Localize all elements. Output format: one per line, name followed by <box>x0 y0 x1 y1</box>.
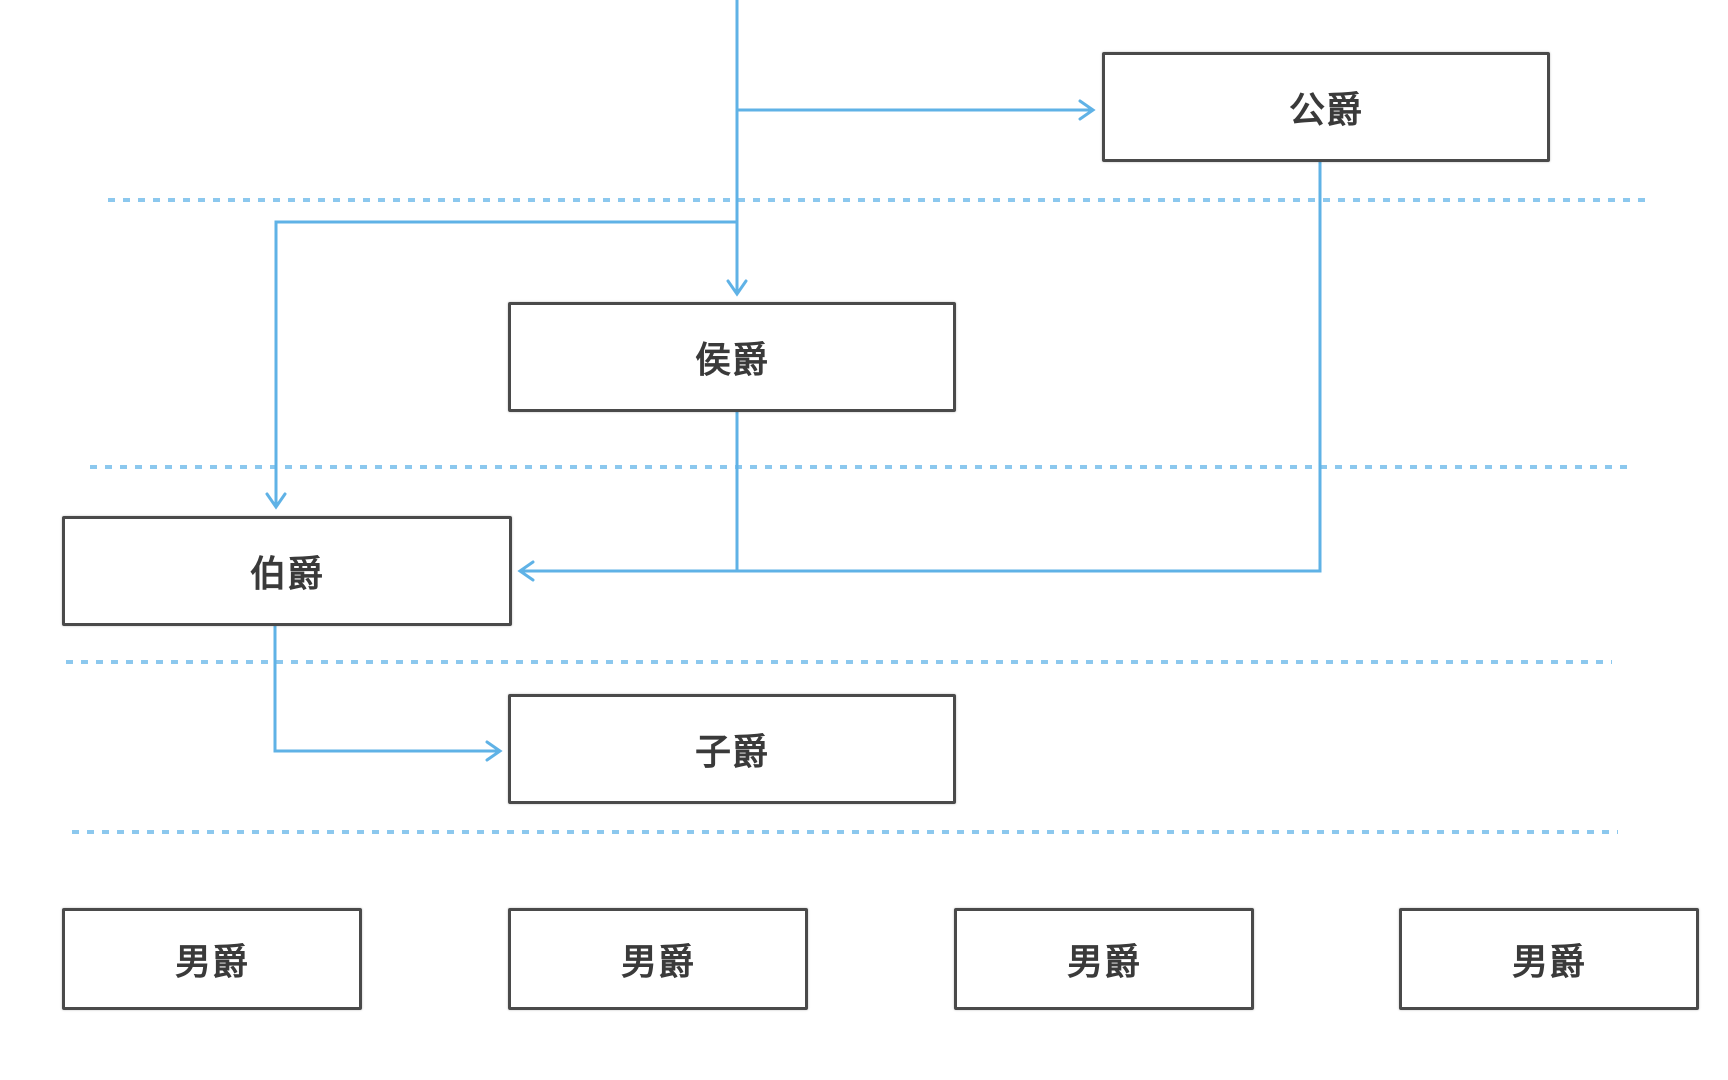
arrowhead-to-zi <box>485 740 503 762</box>
arrowhead-to-gong <box>1078 99 1096 121</box>
connector-bo-to-zi <box>273 626 498 753</box>
arrowhead-to-hou <box>726 279 748 297</box>
tier-divider-lines <box>66 198 1648 834</box>
node-bo: 伯爵 <box>62 516 512 626</box>
node-gong-label: 公爵 <box>1288 90 1363 131</box>
node-nan-label: 男爵 <box>1066 942 1141 983</box>
flow-connectors <box>273 0 1322 753</box>
node-zi-label: 子爵 <box>694 732 769 773</box>
node-nan: 男爵 <box>954 908 1254 1010</box>
node-nan-label: 男爵 <box>1511 942 1586 983</box>
connector-trunk-to-bo <box>274 220 737 506</box>
node-hou: 侯爵 <box>508 302 956 412</box>
node-nan-label: 男爵 <box>174 942 249 983</box>
arrowhead-to-bo-top <box>265 492 287 510</box>
connector-gong-to-bo <box>522 162 1322 573</box>
node-nan-label: 男爵 <box>620 942 695 983</box>
arrowhead-to-bo-right <box>517 560 535 582</box>
arrowheads <box>265 99 1096 762</box>
node-zi: 子爵 <box>508 694 956 804</box>
node-nan: 男爵 <box>1399 908 1699 1010</box>
node-nan: 男爵 <box>508 908 808 1010</box>
node-gong: 公爵 <box>1102 52 1550 162</box>
node-bo-label: 伯爵 <box>249 554 324 595</box>
node-hou-label: 侯爵 <box>694 340 769 381</box>
node-nan: 男爵 <box>62 908 362 1010</box>
